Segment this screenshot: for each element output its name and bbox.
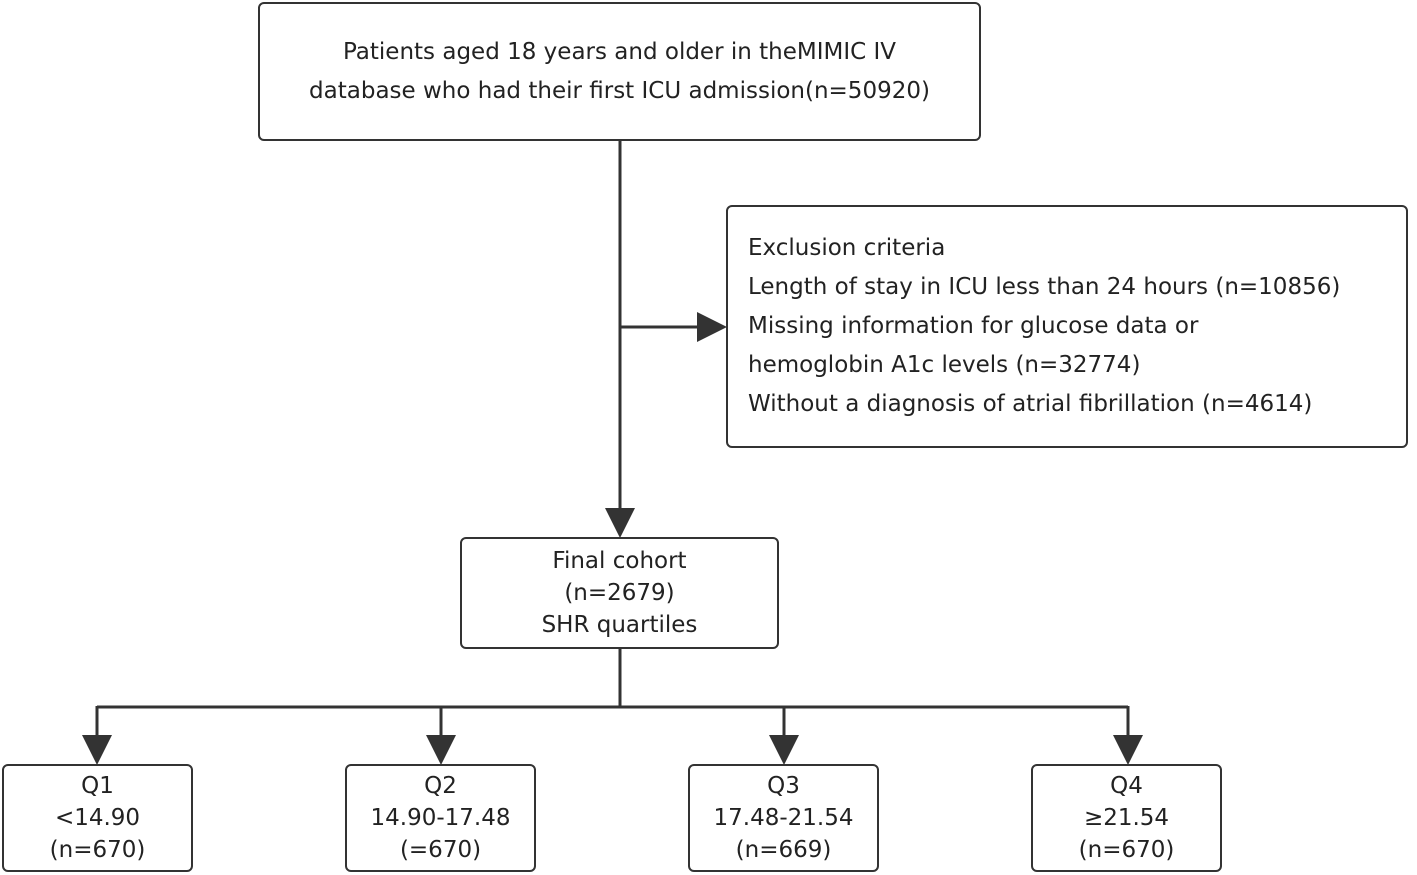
quartile-box-q3: Q3 17.48-21.54 (n=669) (688, 764, 879, 872)
exclusion-criteria-box: Exclusion criteria Length of stay in ICU… (726, 205, 1408, 448)
exclusion-item-missing-glucose: Missing information for glucose data or (748, 313, 1199, 339)
exclusion-title: Exclusion criteria (748, 235, 946, 261)
quartile-label: Q1 (81, 773, 114, 799)
quartile-range: 17.48-21.54 (713, 805, 854, 831)
quartile-box-q4: Q4 ≥21.54 (n=670) (1031, 764, 1222, 872)
quartile-box-q1: Q1 <14.90 (n=670) (2, 764, 193, 872)
exclusion-item-missing-hba1c: hemoglobin A1c levels (n=32774) (748, 352, 1141, 378)
quartile-count: (=670) (399, 837, 482, 863)
quartile-label: Q3 (767, 773, 800, 799)
quartile-range: <14.90 (54, 805, 141, 831)
initial-population-line2: database who had their first ICU admissi… (309, 77, 930, 104)
quartile-range: ≥21.54 (1083, 805, 1170, 831)
quartile-count: (n=670) (1078, 837, 1175, 863)
exclusion-item-no-af: Without a diagnosis of atrial fibrillati… (748, 391, 1313, 417)
initial-population-box: Patients aged 18 years and older in theM… (258, 2, 981, 141)
final-cohort-title: Final cohort (552, 548, 687, 574)
quartile-label: Q4 (1110, 773, 1143, 799)
final-cohort-subtitle: SHR quartiles (541, 612, 698, 638)
final-cohort-box: Final cohort (n=2679) SHR quartiles (460, 537, 779, 649)
final-cohort-count: (n=2679) (564, 580, 675, 606)
quartile-count: (n=669) (735, 837, 832, 863)
quartile-range: 14.90-17.48 (370, 805, 511, 831)
exclusion-item-icu-stay: Length of stay in ICU less than 24 hours… (748, 274, 1341, 300)
quartile-label: Q2 (424, 773, 457, 799)
initial-population-line1: Patients aged 18 years and older in theM… (342, 38, 897, 65)
quartile-box-q2: Q2 14.90-17.48 (=670) (345, 764, 536, 872)
quartile-count: (n=670) (49, 837, 146, 863)
